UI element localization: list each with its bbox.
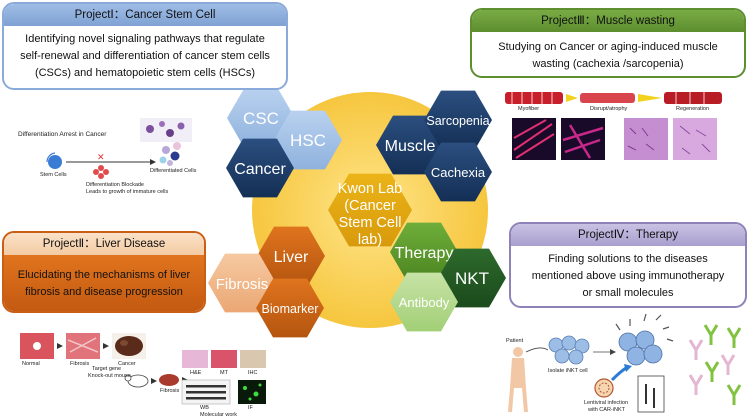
hex-csc[interactable]: CSC: [227, 88, 295, 148]
car-inkt-cluster: [615, 313, 674, 366]
ihc-image: [240, 350, 266, 368]
project3-line2: wasting (cachexia /sarcopenia): [532, 58, 684, 70]
project4-box: ProjectⅣ：Therapy Finding solutions to th…: [509, 222, 747, 308]
differentiated-caption: Differentiated Cells: [150, 168, 197, 174]
knockout-caption: Knock-out mouse: [88, 373, 131, 379]
lentivirus-icon: [594, 378, 614, 398]
project4-title: ProjectⅣ：Therapy: [511, 224, 745, 246]
muscle-histology-2: [673, 118, 717, 160]
hex-cancer-label: Cancer: [234, 161, 286, 178]
center-line2: (Cancer: [344, 198, 396, 214]
stem-cells-caption: Stem Cells: [40, 172, 67, 178]
diff-arrest-caption: Differentiation Arrest in Cancer: [18, 131, 107, 138]
myofiber-caption: Myofiber: [518, 106, 540, 112]
if-caption: IF: [248, 405, 253, 411]
normal-caption: Normal: [22, 361, 40, 367]
hex-nkt-label: NKT: [455, 269, 489, 288]
he-caption: H&E: [190, 370, 202, 376]
atrophy-image: [580, 93, 635, 103]
cancer-caption: Cancer: [118, 361, 136, 367]
hex-nkt[interactable]: NKT: [438, 248, 506, 308]
fibrosis-mouse-caption: Fibrosis: [160, 388, 180, 394]
hex-cancer[interactable]: Cancer: [226, 138, 294, 198]
project1-line2: self-renewal and differentiation of canc…: [20, 50, 270, 62]
regeneration-caption: Regeneration: [676, 106, 710, 112]
project4-line1: Finding solutions to the diseases: [548, 253, 708, 265]
hex-hsc[interactable]: HSC: [274, 110, 342, 170]
project1-line3: (CSCs) and hematopoietic stem cells (HSC…: [34, 67, 256, 79]
project1-title: ProjectⅠ：Cancer Stem Cell: [4, 4, 286, 26]
hex-csc-label: CSC: [243, 109, 279, 128]
inkt-cell-cluster: [548, 335, 590, 365]
project3-line1: Studying on Cancer or aging-induced musc…: [498, 41, 718, 53]
muscle-micrograph-1: [512, 118, 556, 160]
project2-line1: Elucidating the mechanisms of liver: [17, 269, 191, 281]
myofiber-image: [505, 92, 563, 104]
mt-image: [211, 350, 237, 368]
hex-muscle-label: Muscle: [385, 138, 436, 155]
center-line1: Kwon Lab: [338, 181, 403, 197]
hex-therapy-label: Therapy: [395, 245, 454, 262]
hex-liver-label: Liver: [274, 249, 309, 266]
project4-line3: or small molecules: [582, 287, 674, 299]
car-construct-box: [637, 375, 665, 413]
hex-center[interactable]: Kwon Lab (Cancer Stem Cell lab): [328, 173, 412, 248]
center-line3: Stem Cell: [339, 215, 402, 231]
project4-line2: mentioned above using immunotherapy: [531, 270, 725, 282]
hex-antibody[interactable]: Antibody: [390, 272, 458, 332]
liver-illustration: [20, 333, 266, 405]
hex-muscle[interactable]: Muscle: [376, 115, 444, 175]
project2-line2: fibrosis and disease progression: [25, 286, 183, 298]
patient-icon: [513, 347, 523, 357]
hex-fibrosis-label: Fibrosis: [216, 276, 269, 293]
target-gene-caption: Target gene: [92, 366, 122, 372]
muscle-illustration: [505, 92, 722, 160]
project2-box: ProjectⅡ：Liver Disease Elucidating the m…: [2, 231, 206, 313]
isolate-caption: Isolate iNKT cell: [548, 368, 588, 374]
lentiviral-caption-2: with CAR-iNKT: [588, 407, 625, 413]
fibrotic-liver-icon: [159, 374, 179, 386]
project1-line1: Identifying novel signaling pathways tha…: [25, 33, 265, 45]
hex-biomarker-label: Biomarker: [262, 302, 319, 316]
blockade-caption-2: Leads to growth of immature cells: [86, 189, 169, 195]
hex-cachexia[interactable]: Cachexia: [424, 142, 492, 202]
wb-caption: WB: [200, 405, 209, 411]
fibrosis-caption: Fibrosis: [70, 361, 90, 367]
project2-title: ProjectⅡ：Liver Disease: [4, 233, 204, 255]
hex-biomarker[interactable]: Biomarker: [256, 278, 324, 338]
hex-sarcopenia[interactable]: Sarcopenia: [424, 90, 492, 150]
block-x-icon: ✕: [97, 152, 105, 162]
muscle-histology-1: [624, 118, 668, 160]
hex-sarcopenia-label: Sarcopenia: [426, 114, 489, 128]
hex-antibody-label: Antibody: [399, 295, 450, 310]
atrophy-caption: Disrupt/atrophy: [590, 106, 628, 112]
project3-title: ProjectⅢ：Muscle wasting: [472, 10, 744, 32]
csc-illustration: Differentiation Arrest in Cancer ✕: [18, 118, 192, 179]
patient-caption: Patient: [506, 338, 524, 344]
hex-cachexia-label: Cachexia: [431, 165, 486, 180]
hex-hsc-label: HSC: [290, 131, 326, 150]
if-image: [238, 380, 266, 404]
therapy-illustration: [508, 313, 742, 413]
hex-liver[interactable]: Liver: [257, 226, 325, 286]
ihc-caption: IHC: [248, 370, 258, 376]
project3-box: ProjectⅢ：Muscle wasting Studying on Canc…: [470, 8, 746, 78]
antibody-icons: [688, 324, 742, 405]
center-line4: lab): [358, 232, 382, 248]
regeneration-image: [664, 92, 722, 104]
molecular-caption: Molecular work: [200, 412, 237, 418]
mt-caption: MT: [220, 370, 228, 376]
hex-therapy[interactable]: Therapy: [390, 222, 458, 282]
he-image: [182, 350, 208, 368]
hex-fibrosis[interactable]: Fibrosis: [208, 253, 276, 313]
project1-box: ProjectⅠ：Cancer Stem Cell Identifying no…: [2, 2, 288, 90]
lentiviral-caption-1: Lentiviral infection: [584, 400, 629, 406]
blockade-caption-1: Differentiation Blockade: [86, 182, 144, 188]
stem-cell-icon: [48, 155, 62, 169]
